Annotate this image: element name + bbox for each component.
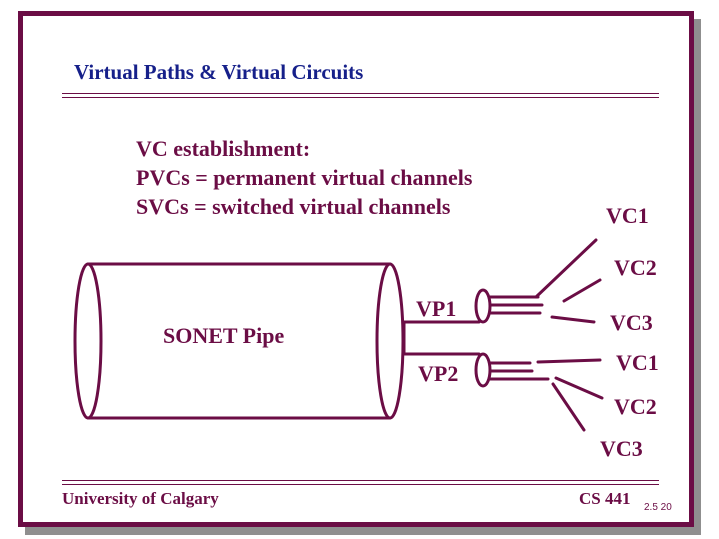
vp2-vc1-line [536,358,602,364]
sonet-pipe-label: SONET Pipe [163,323,285,348]
footer-rule-bottom [62,484,659,485]
footer-course: CS 441 [579,489,631,508]
bullet-pvcs: PVCs = permanent virtual channels [136,165,473,190]
vp1-vc3-label: VC3 [610,310,653,335]
vp2-label: VP2 [418,361,459,386]
vp2-vc2-line [554,376,604,400]
vp2-vc2-label: VC2 [614,394,657,419]
vp1-vc2-label: VC2 [614,255,657,280]
vp1-vc1-label: VC1 [606,203,649,228]
vp2-vc3-label: VC3 [600,436,643,461]
pipe-left-end [73,262,103,420]
title-rule-bottom [62,97,659,98]
vp1-vc1-line [534,238,598,299]
vp1-vc3-line [550,315,596,324]
vp1-label: VP1 [416,296,457,321]
page-number: 2.5 20 [644,502,672,513]
title-rule-top [62,93,659,94]
vp2-vc3-line [551,382,586,432]
vp1-vc2-line [562,278,602,303]
vp1-tube-end [474,288,492,324]
vp2-vc1-label: VC1 [616,350,659,375]
vp2-tube-end [474,352,492,388]
footer-rule-top [62,480,659,481]
slide-title: Virtual Paths & Virtual Circuits [74,60,364,84]
bullet-vc-establishment: VC establishment: [136,136,311,161]
pipe-right-end [375,262,405,420]
footer-institution: University of Calgary [62,489,219,508]
bullet-svcs: SVCs = switched virtual channels [136,194,451,219]
